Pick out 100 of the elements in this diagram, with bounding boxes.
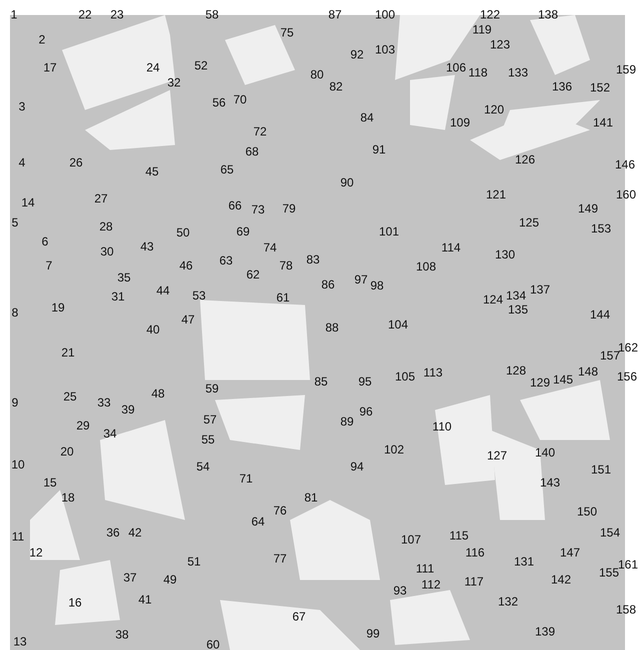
callout-number: 63 — [219, 254, 233, 268]
callout-number: 24 — [146, 62, 160, 74]
callout-number: 26 — [69, 156, 83, 170]
callout-number: 77 — [273, 552, 287, 566]
callout-number: 3 — [18, 100, 26, 114]
callout-number: 53 — [192, 290, 206, 302]
callout-number: 139 — [534, 626, 556, 638]
callout-number: 138 — [538, 8, 558, 22]
callout-number: 11 — [12, 530, 24, 544]
callout-number: 60 — [206, 638, 220, 650]
callout-number: 127 — [486, 450, 508, 462]
callout-number: 86 — [321, 278, 335, 292]
callout-number: 39 — [121, 404, 135, 416]
callout-number: 114 — [441, 242, 461, 254]
callout-number: 148 — [578, 366, 598, 378]
callout-number: 141 — [592, 116, 614, 130]
callout-number: 161 — [618, 558, 638, 572]
callout-number: 1 — [10, 8, 18, 22]
callout-number: 76 — [273, 504, 287, 518]
callout-number: 136 — [552, 80, 572, 94]
callout-number: 2 — [38, 34, 46, 46]
callout-number: 4 — [18, 156, 26, 170]
callout-number: 126 — [514, 154, 536, 166]
callout-number: 121 — [486, 188, 506, 202]
callout-number: 153 — [590, 222, 612, 236]
callout-number: 58 — [205, 8, 219, 22]
callout-number: 22 — [78, 8, 92, 22]
callout-number: 78 — [279, 260, 293, 272]
callout-number: 120 — [484, 104, 504, 116]
callout-number: 104 — [388, 318, 408, 332]
callout-number: 152 — [590, 82, 610, 94]
callout-number: 37 — [123, 572, 137, 584]
callout-number: 70 — [233, 94, 247, 106]
callout-number: 40 — [146, 324, 160, 336]
callout-number: 34 — [103, 428, 117, 440]
callout-number: 134 — [506, 290, 526, 302]
callout-number: 118 — [468, 66, 488, 80]
callout-number: 38 — [115, 628, 129, 642]
callout-number: 71 — [239, 472, 253, 486]
callout-number: 67 — [292, 610, 306, 624]
callout-number: 21 — [61, 346, 75, 360]
callout-number: 72 — [253, 126, 267, 138]
callout-number: 30 — [100, 246, 114, 258]
callout-number: 55 — [201, 434, 215, 446]
callout-number: 107 — [400, 534, 422, 546]
callout-number: 9 — [12, 396, 18, 410]
callout-number: 159 — [616, 64, 636, 76]
callout-number: 140 — [534, 446, 556, 460]
callout-number: 10 — [11, 458, 25, 472]
callout-number: 75 — [280, 26, 294, 40]
callout-number: 41 — [138, 594, 152, 606]
callout-number: 14 — [21, 196, 35, 210]
callout-number: 87 — [328, 8, 342, 22]
callout-number: 96 — [359, 406, 373, 418]
callout-number: 29 — [76, 420, 90, 432]
callout-number: 156 — [616, 370, 638, 384]
callout-number: 45 — [145, 166, 159, 178]
callout-number: 18 — [61, 492, 75, 504]
callout-number: 73 — [251, 204, 265, 216]
callout-number: 146 — [614, 158, 636, 172]
callout-number: 98 — [370, 280, 384, 292]
callout-number: 85 — [314, 376, 328, 388]
callout-number: 35 — [117, 272, 131, 284]
callout-number: 17 — [43, 62, 57, 74]
callout-number: 128 — [506, 364, 526, 378]
callout-number: 31 — [111, 290, 125, 304]
callout-number: 125 — [518, 216, 540, 230]
callout-number: 106 — [446, 62, 466, 74]
callout-number: 100 — [374, 8, 396, 22]
callout-number: 101 — [378, 226, 400, 238]
callout-number: 69 — [236, 226, 250, 238]
callout-number: 23 — [110, 8, 124, 22]
callout-number: 52 — [194, 60, 208, 72]
callout-number: 42 — [128, 526, 142, 540]
callout-number: 83 — [306, 254, 320, 266]
callout-number: 54 — [196, 460, 210, 474]
callout-number: 27 — [94, 192, 108, 206]
callout-number: 115 — [449, 530, 469, 542]
callout-number: 149 — [578, 202, 598, 216]
callout-number: 64 — [251, 516, 265, 528]
callout-number: 112 — [421, 578, 441, 592]
callout-number: 109 — [450, 116, 470, 130]
callout-number: 147 — [560, 546, 580, 560]
callout-number: 122 — [480, 8, 500, 22]
callout-number: 97 — [354, 274, 368, 286]
callout-number: 62 — [246, 268, 260, 282]
callout-number: 43 — [140, 240, 154, 254]
callout-number: 56 — [212, 96, 226, 110]
callout-number: 151 — [590, 464, 612, 476]
callout-number: 36 — [106, 526, 120, 540]
callout-number: 90 — [340, 176, 354, 190]
callout-number: 7 — [46, 260, 52, 272]
callout-number: 13 — [13, 636, 27, 648]
callout-number: 80 — [310, 68, 324, 82]
callout-number: 119 — [472, 24, 492, 36]
callout-number: 19 — [51, 302, 65, 314]
callout-number: 49 — [163, 574, 177, 586]
callout-number: 15 — [43, 476, 57, 490]
callout-number: 111 — [416, 562, 434, 576]
callout-number: 154 — [600, 526, 620, 540]
